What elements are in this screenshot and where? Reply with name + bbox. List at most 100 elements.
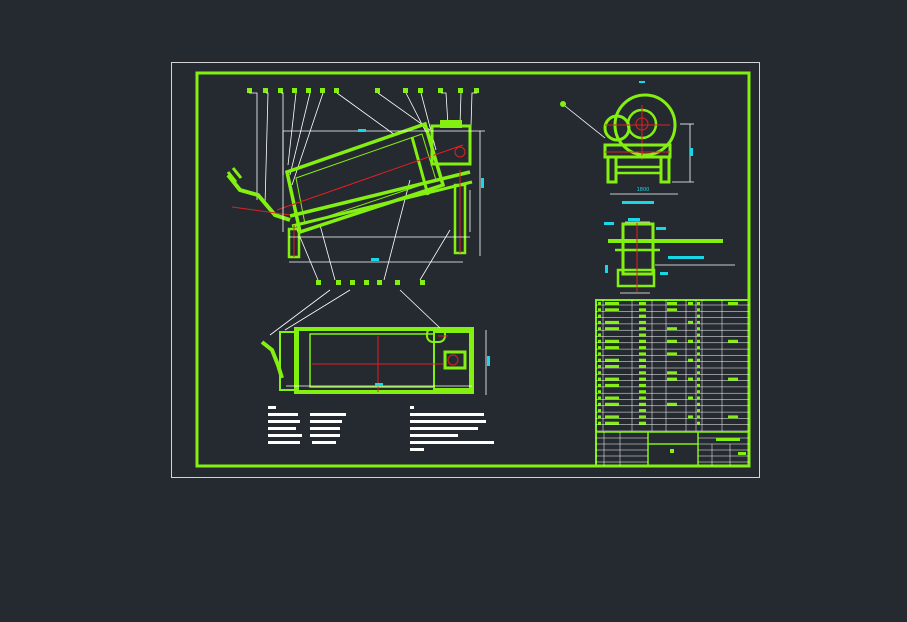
- table-cell-text: [667, 308, 677, 312]
- detail-view: [604, 218, 735, 294]
- side-view-width-dimension: 1800: [637, 187, 650, 193]
- table-cell-text: [639, 371, 646, 375]
- table-cell-text: [639, 402, 646, 406]
- table-cell-text: [697, 396, 700, 400]
- table-cell-text: [697, 415, 700, 419]
- table-cell-text: [605, 358, 619, 362]
- table-cell-text: [697, 308, 700, 312]
- table-cell-text: [639, 365, 646, 368]
- drive-head: [430, 124, 472, 166]
- table-cell-text: [667, 402, 677, 406]
- front-elevation-view: [226, 88, 485, 281]
- table-cell-text: [697, 383, 700, 387]
- table-cell-text: [598, 396, 601, 400]
- table-cell-text: [639, 308, 646, 312]
- table-cell-text: [639, 390, 646, 394]
- table-cell-text: [697, 365, 700, 368]
- table-cell-text: [667, 377, 677, 381]
- table-cell-text: [688, 339, 693, 343]
- table-cell-text: [697, 371, 700, 375]
- table-cell-text: [598, 302, 601, 305]
- table-cell-text: [639, 333, 646, 337]
- table-cell-text: [605, 415, 619, 419]
- table-cell-text: [639, 383, 646, 387]
- table-cell-text: [688, 320, 693, 324]
- table-cell-text: [728, 339, 738, 343]
- technical-requirements-notes: [410, 406, 494, 451]
- table-cell-text: [605, 421, 619, 425]
- table-cell-text: [639, 377, 646, 381]
- table-cell-text: [598, 339, 601, 343]
- table-cell-text: [598, 390, 601, 394]
- table-cell-text: [639, 302, 646, 305]
- table-cell-text: [605, 396, 619, 400]
- table-cell-text: [639, 327, 646, 331]
- table-cell-text: [598, 402, 601, 406]
- table-cell-text: [598, 320, 601, 324]
- drum-body: [284, 121, 446, 235]
- table-cell-text: [728, 377, 738, 381]
- table-cell-text: [598, 365, 601, 368]
- table-cell-text: [598, 333, 601, 337]
- table-cell-text: [598, 327, 601, 331]
- table-cell-text: [605, 327, 619, 331]
- table-cell-text: [605, 383, 619, 387]
- table-cell-text: [697, 333, 700, 337]
- table-cell-text: [598, 383, 601, 387]
- table-cell-text: [639, 346, 646, 350]
- table-cell-text: [598, 421, 601, 425]
- table-cell-text: [667, 371, 677, 375]
- table-cell-text: [598, 371, 601, 375]
- table-cell-text: [639, 409, 646, 413]
- feed-chute: [226, 173, 291, 222]
- table-cell-text: [688, 358, 693, 362]
- table-cell-text: [697, 390, 700, 394]
- table-cell-text: [639, 396, 646, 400]
- table-cell-text: [598, 352, 601, 356]
- table-cell-text: [697, 358, 700, 362]
- part-balloons-bottom: [316, 280, 425, 285]
- table-cell-text: [639, 358, 646, 362]
- table-cell-text: [728, 415, 738, 419]
- table-cell-text: [598, 377, 601, 381]
- table-cell-text: [697, 314, 700, 318]
- table-cell-text: [697, 421, 700, 425]
- table-cell-text: [667, 352, 677, 356]
- table-cell-text: [697, 409, 700, 413]
- side-view: 1800: [560, 81, 694, 204]
- table-cell-text: [667, 339, 677, 343]
- plan-frame: [294, 327, 474, 394]
- table-cell-text: [605, 402, 619, 406]
- table-cell-text: [688, 302, 693, 305]
- table-cell-text: [639, 314, 646, 318]
- table-cell-text: [697, 327, 700, 331]
- table-cell-text: [670, 449, 674, 453]
- table-cell-text: [738, 452, 746, 455]
- table-cell-text: [688, 415, 693, 419]
- drawing-border: [195, 71, 751, 468]
- table-cell-text: [697, 339, 700, 343]
- table-cell-text: [688, 377, 693, 381]
- table-cell-text: [605, 320, 619, 324]
- table-cell-text: [639, 320, 646, 324]
- part-balloons-top: [247, 88, 479, 93]
- table-cell-text: [639, 421, 646, 425]
- table-cell-text: [639, 339, 646, 343]
- table-cell-text: [639, 415, 646, 419]
- table-cell-text: [598, 415, 601, 419]
- table-cell-text: [667, 302, 677, 305]
- table-cell-text: [605, 346, 619, 350]
- table-cell-text: [605, 302, 619, 305]
- plan-view: [260, 289, 490, 395]
- parts-list-title-block: [595, 299, 750, 467]
- table-cell-text: [697, 346, 700, 350]
- table-cell-text: [605, 377, 619, 381]
- table-cell-text: [697, 402, 700, 406]
- table-cell-text: [598, 409, 601, 413]
- table-cell-text: [639, 352, 646, 356]
- technical-specs-notes: [268, 406, 346, 444]
- table-cell-text: [697, 377, 700, 381]
- table-cell-text: [728, 302, 738, 305]
- table-cell-text: [697, 320, 700, 324]
